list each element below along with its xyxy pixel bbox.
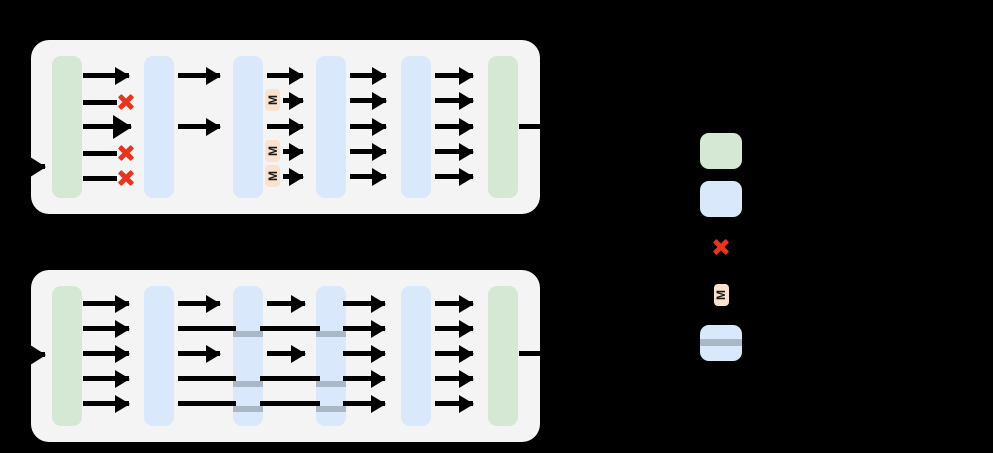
bot-s3-r1-passthrough-line (260, 326, 320, 331)
panel-bottom-input-connector (19, 352, 45, 357)
passthrough-stripe (233, 406, 263, 412)
bot-s1-r3-arrow (83, 376, 129, 381)
bot-s5-r1-arrow (435, 326, 473, 331)
bot-s5-r0-arrow (435, 301, 473, 306)
bot-s1-r0-arrow (83, 301, 129, 306)
bottom-col-encoder-layer-1 (144, 286, 174, 426)
mask-token-label: M (265, 95, 280, 105)
bot-s3-r3-passthrough-line (260, 376, 320, 381)
legend-item-dropped (700, 229, 754, 265)
bot-s5-r2-arrow (435, 351, 473, 356)
mask-token-label: M (265, 171, 280, 181)
top-col-input-embedding (52, 56, 82, 198)
panel-top-output-connector (519, 124, 551, 129)
green-block-icon (700, 133, 742, 169)
legend-item-mask-token: M (700, 277, 754, 313)
bot-s4-r4-arrow (343, 401, 385, 406)
top-s3-r4-mask-token-icon: M (265, 165, 280, 187)
top-s3-r4-arrow (283, 174, 303, 179)
passthrough-stripe (316, 331, 346, 337)
top-s1-r2-arrow (83, 124, 131, 129)
bot-s3-r0-arrow (267, 301, 305, 306)
bot-s4-r0-arrow (343, 301, 385, 306)
top-s1-r1-dropped-icon (117, 93, 135, 111)
top-s3-r3-mask-token-icon: M (265, 140, 280, 162)
passthrough-block-icon (700, 325, 742, 361)
bot-s2-r3-passthrough-line (178, 376, 236, 381)
top-s4-r0-arrow (350, 73, 386, 78)
top-s4-r2-arrow (350, 124, 386, 129)
bot-s2-r1-passthrough-line (178, 326, 236, 331)
panel-bottom (19, 270, 551, 442)
top-s4-r4-arrow (350, 174, 386, 179)
top-s5-r1-arrow (435, 98, 473, 103)
passthrough-stripe (233, 331, 263, 337)
top-col-encoder-layer-4 (401, 56, 431, 198)
bottom-col-encoder-layer-4 (401, 286, 431, 426)
top-col-encoder-layer-1 (144, 56, 174, 198)
blue-block-icon (700, 181, 742, 217)
top-s3-r0-arrow (267, 73, 303, 78)
bottom-col-output-head (488, 286, 518, 426)
legend-item-passthrough (700, 325, 754, 361)
top-s3-r1-arrow (283, 98, 303, 103)
bot-s2-r4-passthrough-line (178, 401, 236, 406)
top-s5-r3-arrow (435, 149, 473, 154)
mask-token-icon: M (700, 277, 742, 313)
top-s1-r1-line (83, 100, 117, 105)
top-s2-r0-arrow (178, 73, 220, 78)
passthrough-stripe (316, 406, 346, 412)
bot-s4-r3-arrow (343, 376, 385, 381)
top-col-encoder-layer-3 (316, 56, 346, 198)
legend-item-encoder-layer (700, 181, 754, 217)
top-s1-r4-line (83, 176, 117, 181)
top-s4-r3-arrow (350, 149, 386, 154)
top-s5-r4-arrow (435, 174, 473, 179)
bot-s3-r2-arrow (267, 351, 305, 356)
bot-s1-r1-arrow (83, 326, 129, 331)
bot-s2-r0-arrow (178, 301, 220, 306)
bottom-col-input-embedding (52, 286, 82, 426)
top-s5-r2-arrow (435, 124, 473, 129)
bottom-col-encoder-layer-3 (316, 286, 346, 426)
top-s2-r2-arrow (178, 124, 220, 129)
bot-s1-r2-arrow (83, 351, 129, 356)
top-s4-r1-arrow (350, 98, 386, 103)
passthrough-stripe (233, 381, 263, 387)
red-x-icon (700, 229, 742, 265)
bot-s4-r2-arrow (343, 351, 385, 356)
panel-top-input-connector (19, 164, 45, 169)
top-s3-r2-arrow (267, 124, 303, 129)
bot-s5-r3-arrow (435, 376, 473, 381)
legend-item-embedding (700, 133, 754, 169)
mask-token-label: M (714, 290, 728, 300)
panel-bottom-output-connector (519, 351, 551, 356)
top-col-output-head (488, 56, 518, 198)
mask-token-label: M (265, 146, 280, 156)
top-s1-r3-line (83, 151, 117, 156)
bottom-col-encoder-layer-2 (233, 286, 263, 426)
top-col-encoder-layer-2 (233, 56, 263, 198)
top-s5-r0-arrow (435, 73, 473, 78)
passthrough-stripe (316, 381, 346, 387)
top-s1-r0-arrow (83, 73, 129, 78)
top-s1-r3-dropped-icon (117, 144, 135, 162)
bot-s5-r4-arrow (435, 401, 473, 406)
top-s3-r1-mask-token-icon: M (265, 89, 280, 111)
bot-s3-r4-passthrough-line (260, 401, 320, 406)
passthrough-stripe (700, 339, 742, 346)
top-s1-r4-dropped-icon (117, 169, 135, 187)
bot-s1-r4-arrow (83, 401, 129, 406)
legend: M (700, 125, 980, 375)
bot-s2-r2-arrow (178, 351, 220, 356)
panel-top: M M M (19, 40, 551, 214)
bot-s4-r1-arrow (343, 326, 385, 331)
top-s3-r3-arrow (283, 149, 303, 154)
